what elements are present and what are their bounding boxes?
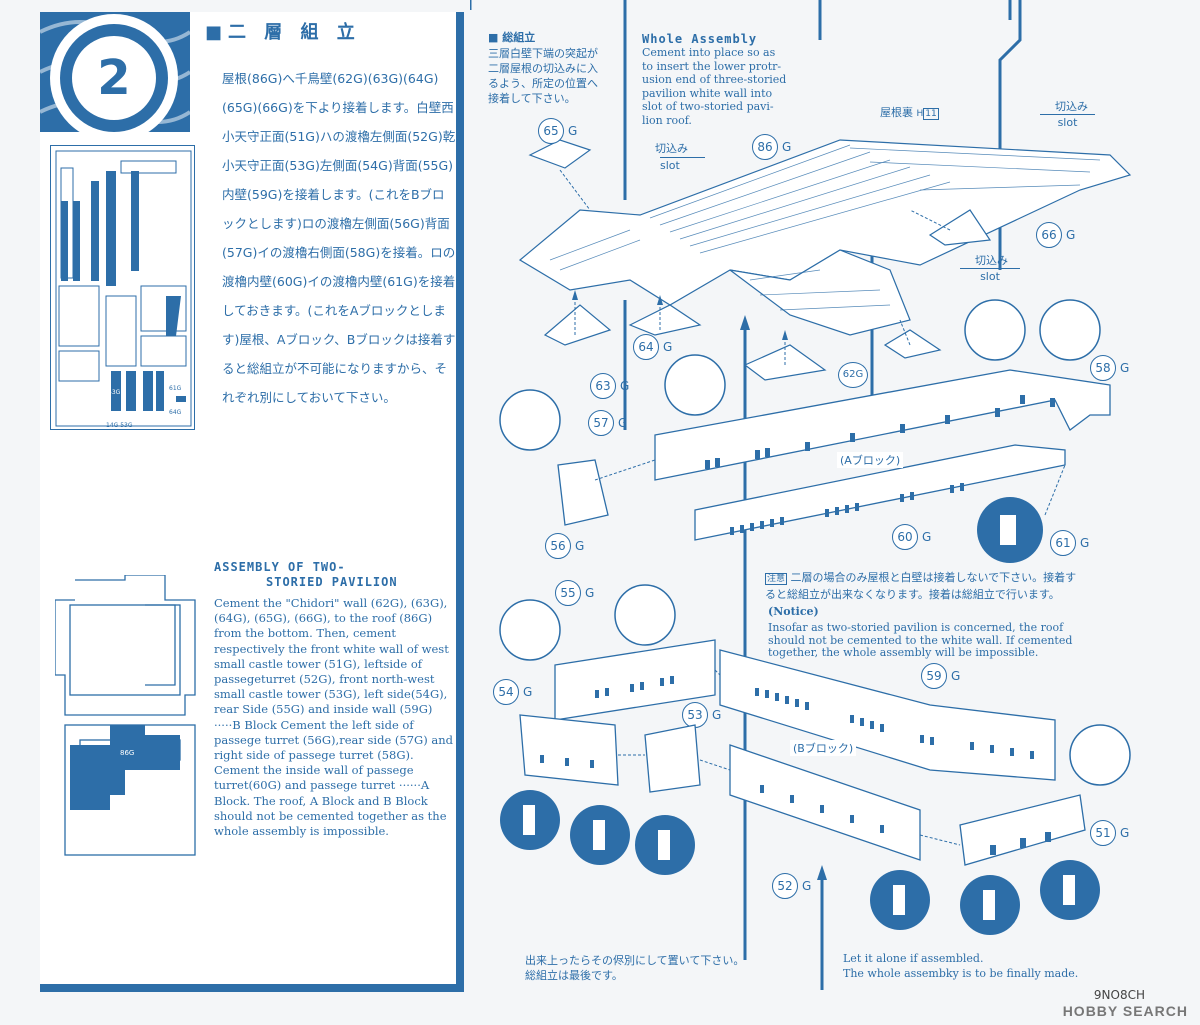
jp-header-title: ■ 総組立 [488, 31, 536, 44]
wall-part-55 [554, 639, 716, 721]
roof-back-text: 屋根裏 [880, 106, 913, 119]
jp-header-line3: るよう、所定の位置へ [488, 77, 598, 90]
wall-part-52 [729, 744, 921, 861]
en-header-line5: slot of two-storied pavi- [642, 100, 774, 113]
bottom-en-line1: Let it alone if assembled. [843, 952, 984, 965]
en-header-line6: lion roof. [642, 113, 692, 127]
guide-lines-svg [470, 0, 1022, 990]
gable-part-66 [928, 209, 992, 246]
slot-label-en-2: slot [1040, 114, 1095, 129]
sprue-label-bottom: 14G 53G [106, 422, 133, 429]
notice-en-line1: Insofar as two-storied pavilion is conce… [768, 621, 1064, 634]
plan-label-86g: 86G [120, 749, 134, 757]
block-b-label: (Bブロック) [790, 740, 857, 756]
wall-part-60 [694, 444, 1066, 541]
sprue-label-53g: 53G [108, 389, 121, 396]
notice-jp: 注意 二層の場合のみ屋根と白壁は接着しないで下さい。接着す ると総組立が出来なく… [765, 570, 1155, 602]
jp-header-line2: 二層屋根の切込みに入 [488, 62, 598, 75]
gable-part-64 [628, 304, 702, 336]
slot-label-jp-1: 切込み [655, 142, 688, 155]
gable-part-65 [528, 139, 592, 169]
print-code: 9NO8CH [1093, 988, 1145, 1002]
sprue-diagram: 53G 61G 64G 14G 53G [50, 145, 195, 430]
gable-part-62b [883, 329, 942, 359]
roof-diagram-svg [518, 139, 1132, 381]
notice-en: Insofar as two-storied pavilion is conce… [768, 621, 1158, 660]
en-instructions: Cement the "Chidori" wall (62G), (63G), … [214, 596, 453, 839]
slot-label-jp-2: 切込み [1055, 100, 1088, 113]
notice-en-line2: should not be cemented to the white wall… [768, 633, 1073, 647]
b-block-diagram-svg [499, 584, 1131, 935]
part-tag-62: 62G [838, 362, 868, 388]
roof-back-num: 11 [923, 108, 939, 120]
slot-label-en-1: slot [660, 157, 705, 172]
notice-jp-line2: ると総組立が出来なくなります。接着は総組立で行います。 [765, 588, 1060, 601]
bottom-jp-line1: 出来上ったらその侭別にして置いて下さい。 [525, 954, 745, 967]
bottom-jp-line2: 総組立は最後です。 [525, 969, 623, 982]
wall-part-53 [644, 724, 701, 793]
en-title-line1: ASSEMBLY OF TWO- [214, 560, 346, 574]
bottom-note-jp: 出来上ったらその侭別にして置いて下さい。 総組立は最後です。 [525, 953, 744, 983]
jp-section-title: ■二 層 組 立 [205, 22, 361, 43]
step-number: 2 [72, 36, 156, 120]
notice-tag: 注意 [765, 573, 788, 585]
a-block-diagram-svg [499, 299, 1111, 563]
en-header-body: Cement into place so as to insert the lo… [642, 46, 842, 127]
wall-part-56 [557, 459, 609, 526]
bottom-note-en: Let it alone if assembled. The whole ass… [843, 951, 1078, 981]
notice-en-line3: together, the whole assembly will be imp… [768, 646, 1039, 659]
notice-jp-line1: 二層の場合のみ屋根と白壁は接着しないで下さい。接着す [790, 571, 1077, 584]
sprue-label-64g: 64G [169, 409, 182, 416]
wall-part-51 [959, 794, 1086, 866]
floor-plan-svg: 86G [54, 574, 196, 856]
en-header-line3: usion end of three-storied [642, 73, 787, 86]
roof-back-code: H [916, 109, 924, 119]
notice-title: (Notice) [768, 605, 819, 618]
wall-part-54 [519, 714, 619, 786]
hobby-search-watermark: HOBBY SEARCH [1062, 1003, 1188, 1019]
slot-label-en-3: slot [960, 268, 1020, 283]
sprue-parts-svg: 53G 61G 64G 14G 53G [55, 150, 192, 429]
block-a-label: (Aブロック) [837, 452, 904, 468]
en-header-line1: Cement into place so as [642, 46, 776, 59]
en-title-line2: STORIED PAVILION [266, 575, 398, 589]
jp-header-body: 三層白壁下端の突起が 二層屋根の切込みに入 るよう、所定の位置へ 接着して下さい… [488, 46, 628, 106]
jp-header-line4: 接着して下さい。 [488, 92, 576, 105]
en-header-line4: pavilion white wall into [642, 86, 773, 100]
floor-plan-diagram: 86G [54, 574, 200, 865]
slot-label-jp-3: 切込み [975, 254, 1008, 267]
en-section-title: ASSEMBLY OF TWO- STORIED PAVILION [214, 560, 434, 590]
sprue-label-61g: 61G [169, 385, 182, 392]
gable-part-63 [543, 304, 612, 346]
en-header-title: Whole Assembly [642, 32, 758, 46]
jp-header-line1: 三層白壁下端の突起が [488, 47, 598, 60]
en-header-line2: to insert the lower protr- [642, 59, 782, 73]
bottom-en-line2: The whole assembky is to be finally made… [843, 967, 1079, 980]
jp-instructions: 屋根(86G)へ千鳥壁(62G)(63G)(64G)(65G)(66G)を下より… [222, 71, 456, 405]
